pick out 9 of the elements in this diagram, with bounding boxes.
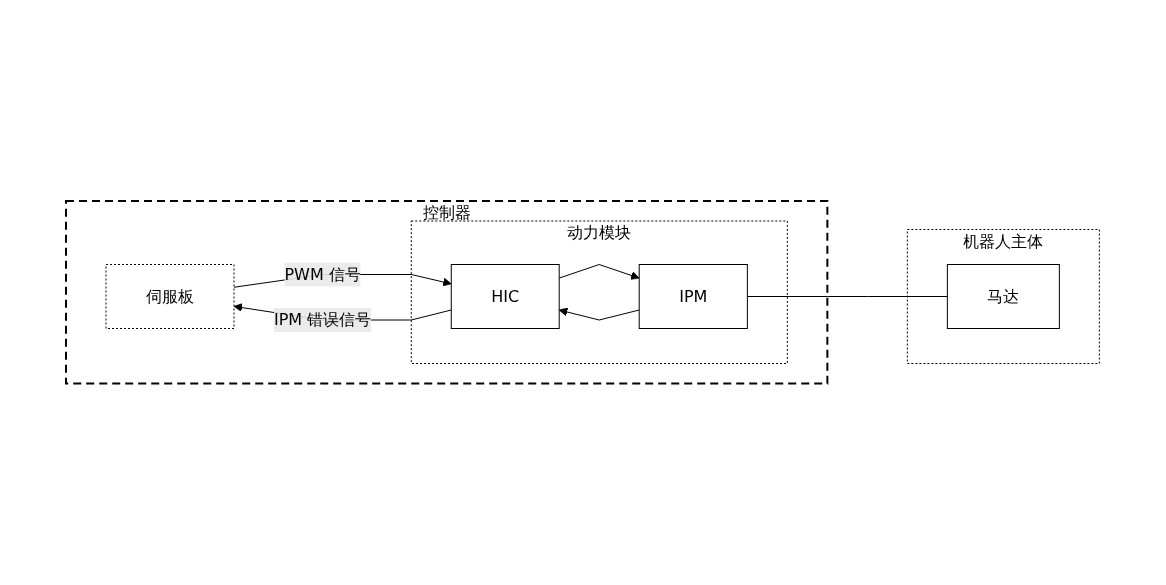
edge-label: IPM 错误信号 — [274, 310, 372, 330]
node-box: HIC — [451, 264, 560, 330]
edge-label: PWM 信号 — [284, 264, 362, 284]
connector — [747, 296, 949, 298]
node-box: 伺服板 — [105, 264, 235, 330]
arrow — [559, 264, 640, 280]
arrow — [559, 307, 640, 321]
node-box: IPM — [639, 264, 749, 330]
node-box: 马达 — [947, 264, 1061, 330]
